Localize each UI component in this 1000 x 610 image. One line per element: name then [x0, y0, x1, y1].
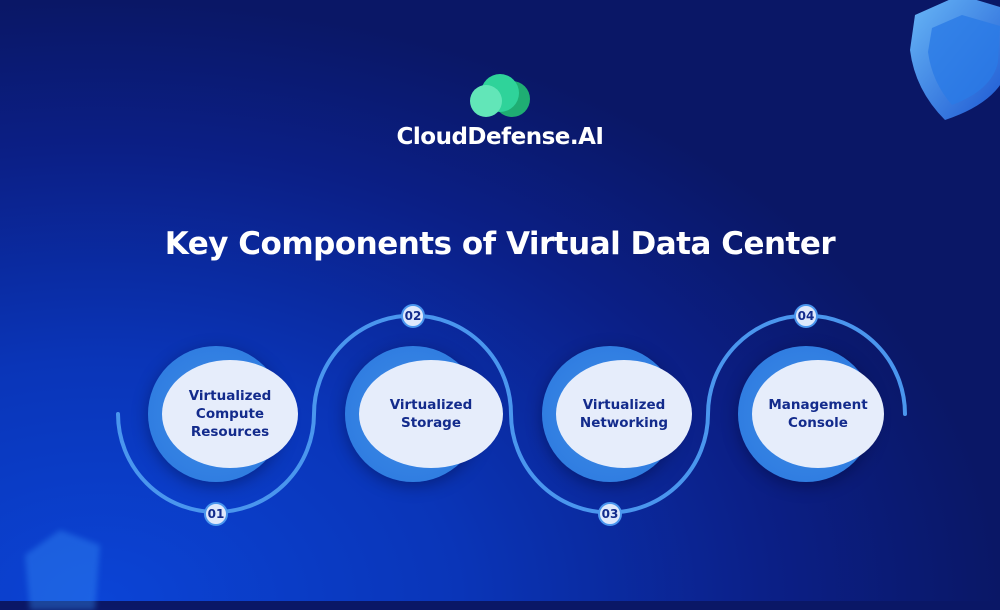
step-badge-2: 02	[401, 304, 425, 328]
component-label: Virtualized Compute Resources	[162, 360, 298, 468]
component-node-1: Virtualized Compute Resources	[148, 346, 298, 482]
step-badge-4: 04	[794, 304, 818, 328]
component-label: Virtualized Storage	[359, 360, 503, 468]
component-node-2: Virtualized Storage	[345, 346, 503, 482]
brand-logo	[470, 74, 530, 117]
component-label: Virtualized Networking	[556, 360, 692, 468]
component-label: Management Console	[752, 360, 884, 468]
step-badge-3: 03	[598, 502, 622, 526]
component-node-4: Management Console	[738, 346, 884, 482]
component-node-3: Virtualized Networking	[542, 346, 692, 482]
shield-icon	[25, 530, 100, 610]
step-badge-1: 01	[204, 502, 228, 526]
brand-name: CloudDefense.AI	[396, 124, 604, 150]
shield-icon	[910, 0, 1000, 120]
page-title: Key Components of Virtual Data Center	[164, 226, 836, 262]
